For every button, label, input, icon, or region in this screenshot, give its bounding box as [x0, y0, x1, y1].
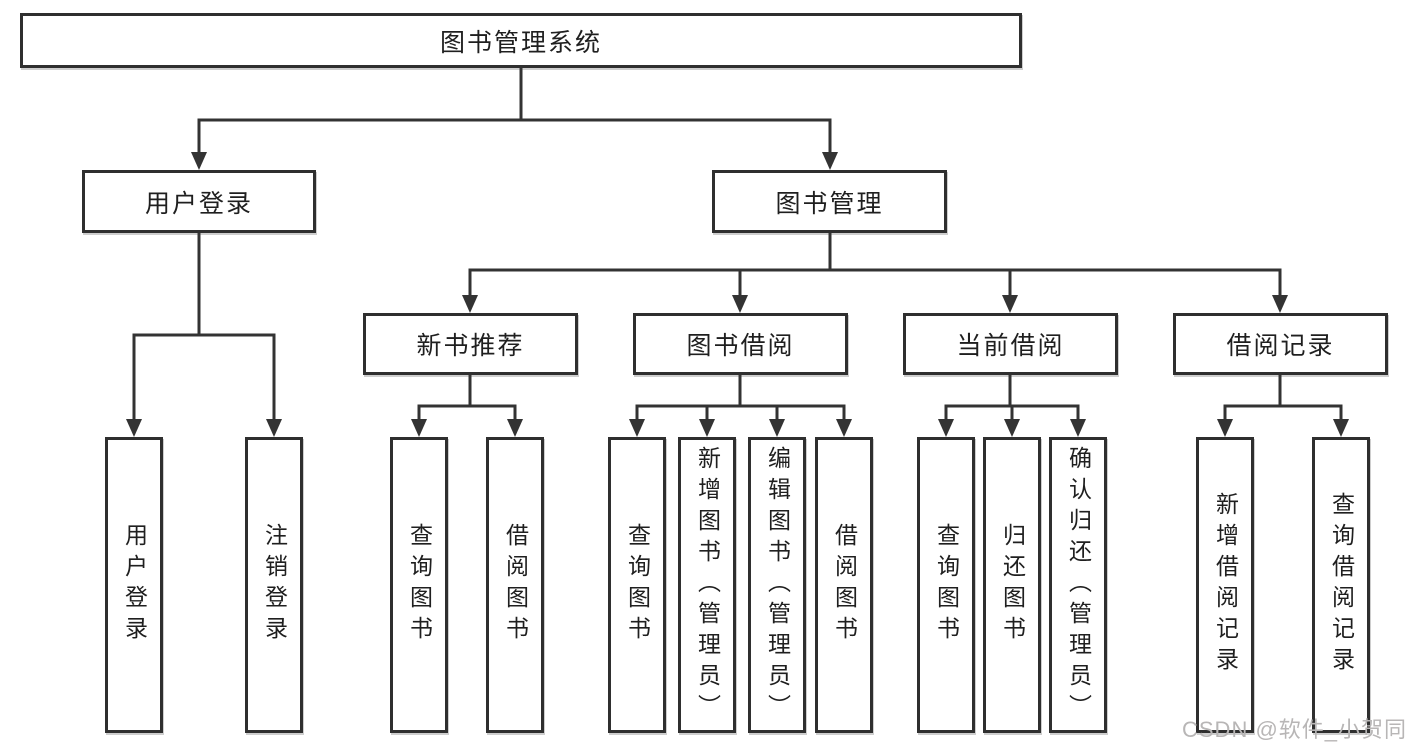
node-book-management-label: 图书管理	[775, 189, 884, 218]
node-current-borrowing-label: 当前借阅	[956, 332, 1065, 360]
node-borrowing-records-label: 借阅记录	[1226, 332, 1335, 360]
arrowheads	[126, 152, 1349, 437]
node-book-borrowing-label: 图书借阅	[686, 332, 795, 360]
leaf-records-query: 查询借阅记录	[1312, 437, 1370, 733]
leaf-borrowing-add-admin: 新增图书（管理员）	[678, 437, 736, 733]
leaf-borrowing-edit-admin-label: 编辑图书（管理员）	[764, 445, 791, 725]
leaf-current-confirm-return-admin-label: 确认归还（管理员）	[1065, 445, 1092, 725]
leaf-newbook-borrow-label: 借阅图书	[502, 523, 529, 647]
leaf-current-query-label: 查询图书	[933, 523, 960, 647]
leaf-borrowing-borrow: 借阅图书	[815, 437, 873, 733]
leaf-borrowing-borrow-label: 借阅图书	[831, 523, 858, 647]
leaf-borrowing-edit-admin: 编辑图书（管理员）	[748, 437, 806, 733]
leaf-records-add: 新增借阅记录	[1196, 437, 1254, 733]
node-new-book-recommend-label: 新书推荐	[416, 332, 525, 360]
leaf-logout-label: 注销登录	[261, 523, 288, 647]
leaf-records-add-label: 新增借阅记录	[1212, 492, 1239, 678]
leaf-newbook-borrow: 借阅图书	[486, 437, 544, 733]
node-current-borrowing: 当前借阅	[903, 313, 1118, 375]
leaf-logout: 注销登录	[245, 437, 303, 733]
node-root-label: 图书管理系统	[439, 28, 602, 57]
leaf-current-return-label: 归还图书	[999, 523, 1026, 647]
csdn-watermark: CSDN @软件_小贺同学	[1182, 717, 1405, 742]
leaf-records-query-label: 查询借阅记录	[1328, 492, 1355, 678]
node-user-login: 用户登录	[82, 170, 316, 233]
node-new-book-recommend: 新书推荐	[363, 313, 578, 375]
node-book-borrowing: 图书借阅	[633, 313, 848, 375]
node-book-management: 图书管理	[712, 170, 947, 233]
node-user-login-label: 用户登录	[144, 189, 253, 218]
leaf-borrowing-add-admin-label: 新增图书（管理员）	[694, 445, 721, 725]
leaf-borrowing-query: 查询图书	[608, 437, 666, 733]
leaf-newbook-query: 查询图书	[390, 437, 448, 733]
leaf-borrowing-query-label: 查询图书	[624, 523, 651, 647]
leaf-newbook-query-label: 查询图书	[406, 523, 433, 647]
node-borrowing-records: 借阅记录	[1173, 313, 1388, 375]
leaf-user-login: 用户登录	[105, 437, 163, 733]
leaf-current-confirm-return-admin: 确认归还（管理员）	[1049, 437, 1107, 733]
leaf-current-return: 归还图书	[983, 437, 1041, 733]
leaf-user-login-label: 用户登录	[121, 523, 148, 647]
node-root: 图书管理系统	[20, 13, 1022, 68]
leaf-current-query: 查询图书	[917, 437, 975, 733]
